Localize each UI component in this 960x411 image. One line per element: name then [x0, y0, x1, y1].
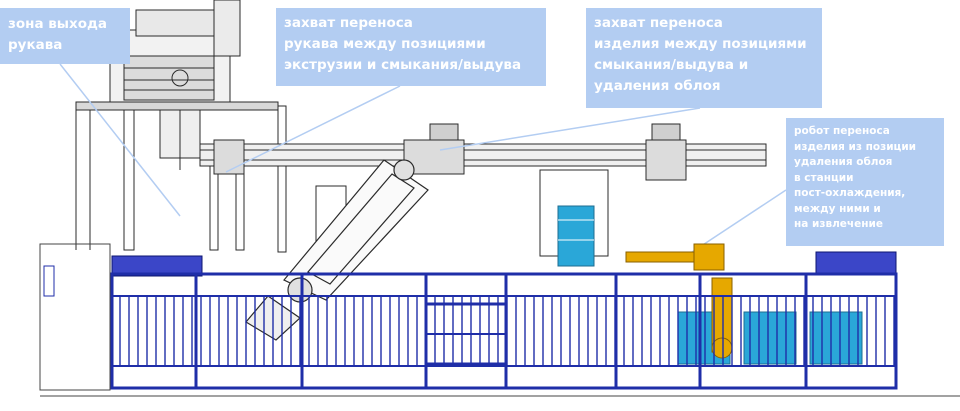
callout-article-transfer-gripper: захват переноса изделия между позициями … — [586, 8, 822, 108]
callout-parison-exit-zone: зона выхода рукава — [0, 8, 130, 64]
callout-transfer-robot: робот переноса изделия из позиции удален… — [786, 118, 944, 246]
safety-fence-icon — [39, 243, 898, 391]
gantry-rail-icon — [199, 123, 767, 181]
extruder-head-icon — [75, 0, 279, 170]
callout-parison-transfer-gripper: захват переноса рукава между позициями э… — [276, 8, 546, 86]
